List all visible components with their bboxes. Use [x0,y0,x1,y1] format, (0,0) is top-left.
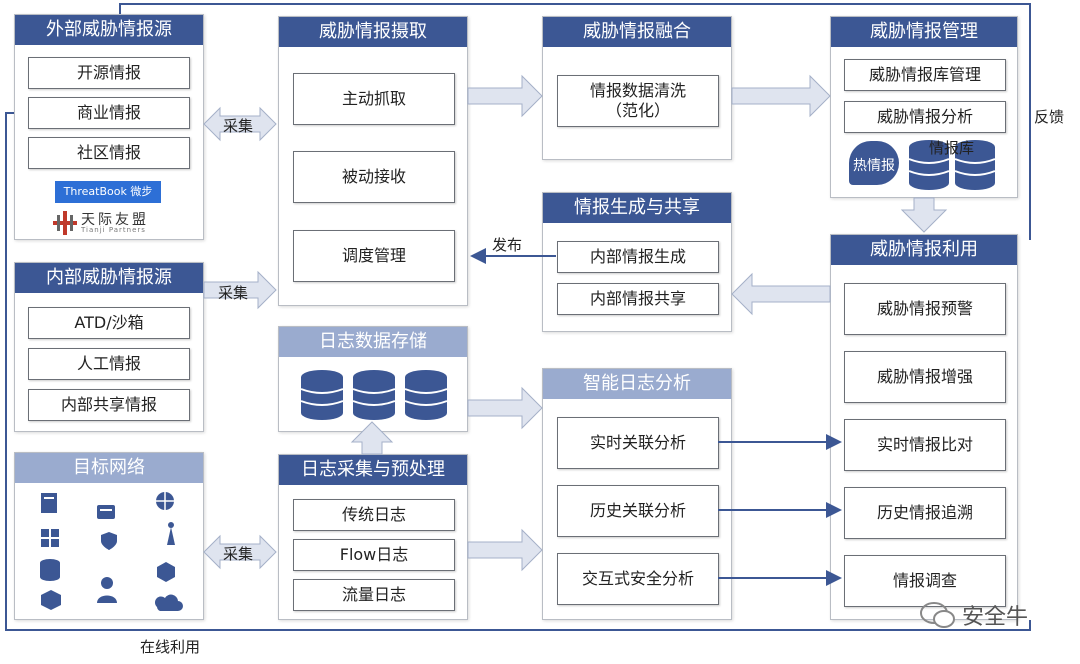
log-collect-panel: 日志采集与预处理 传统日志 Flow日志 流量日志 [278,454,468,620]
log-storage-db-icons [300,370,448,420]
collect-arrow-3 [203,534,277,570]
intel-ingest-panel: 威胁情报摄取 主动抓取 被动接收 调度管理 [278,16,468,306]
realtime-compare-box[interactable]: 实时情报比对 [844,419,1006,471]
wechat-icon [920,602,955,628]
intel-db-label: 情报库 [929,139,975,157]
open-source-intel-box[interactable]: 开源情报 [28,57,190,89]
collect-label-1: 采集 [223,117,254,135]
collect-arrow-2 [203,270,277,310]
ingest-to-fusion-arrow [467,74,543,118]
interactive-analysis-box[interactable]: 交互式安全分析 [557,553,719,605]
online-use-line [5,112,1031,631]
target-network-panel: 目标网络 [14,452,204,620]
watermark: 安全牛 [918,598,1028,632]
intel-ingest-title: 威胁情报摄取 [279,17,467,47]
cube-icon [157,562,175,582]
external-sources-panel: 外部威胁情报源 开源情报 商业情报 社区情报 ThreatBook 微步 天际友… [14,14,204,240]
windows-icon [41,529,49,537]
shield-icon [101,532,117,550]
publish-label: 发布 [492,236,523,254]
tianji-logo-icon [53,211,77,235]
intel-management-title: 威胁情报管理 [831,17,1017,47]
flow-log-box[interactable]: Flow日志 [293,539,455,571]
data-cleaning-box[interactable]: 情报数据清洗 （范化） [557,75,719,127]
internal-sources-panel: 内部威胁情报源 ATD/沙箱 人工情报 内部共享情报 [14,262,204,432]
log-storage-title: 日志数据存储 [279,327,467,357]
target-network-icons [40,492,183,611]
collect-label-3: 采集 [223,545,254,563]
passive-receive-box[interactable]: 被动接收 [293,151,455,203]
internal-share-box[interactable]: 内部情报共享 [557,283,719,315]
realtime-correlation-box[interactable]: 实时关联分析 [557,417,719,469]
intel-utilization-panel: 威胁情报利用 威胁情报预警 威胁情报增强 实时情报比对 历史情报追溯 情报调查 [830,234,1018,620]
smart-analysis-panel: 智能日志分析 实时关联分析 历史关联分析 交互式安全分析 [542,368,732,620]
manual-intel-box[interactable]: 人工情报 [28,348,190,380]
intel-db-icon [908,140,996,190]
community-intel-box[interactable]: 社区情报 [28,137,190,169]
collect-label-2: 采集 [218,284,249,302]
intel-db-manage-box[interactable]: 威胁情报库管理 [844,59,1006,91]
management-to-utilization-arrow [900,197,948,233]
schedule-manage-box[interactable]: 调度管理 [293,230,455,282]
generate-share-panel: 情报生成与共享 内部情报生成 内部情报共享 [542,192,732,332]
collect-to-storage-arrow [350,421,394,455]
log-storage-panel: 日志数据存储 [278,326,468,432]
storage-to-analysis-arrow [467,386,543,430]
collect-arrow-1 [203,106,277,142]
intel-enhance-box[interactable]: 威胁情报增强 [844,351,1006,403]
generate-share-title: 情报生成与共享 [543,193,731,223]
utilization-to-share-arrow [731,272,831,316]
active-fetch-box[interactable]: 主动抓取 [293,73,455,125]
intel-analysis-box[interactable]: 威胁情报分析 [844,101,1006,133]
tianji-logo-subtext: Tianji Partners [81,226,146,234]
online-use-label: 在线利用 [140,638,201,656]
user-icon [101,577,113,589]
external-sources-title: 外部威胁情报源 [15,15,203,45]
smart-analysis-title: 智能日志分析 [543,369,731,399]
log-collect-title: 日志采集与预处理 [279,455,467,485]
internal-shared-intel-box[interactable]: 内部共享情报 [28,389,190,421]
tianji-logo: 天际友盟 Tianji Partners [53,209,183,237]
intel-warning-box[interactable]: 威胁情报预警 [844,283,1006,335]
router-icon [97,505,115,519]
intel-management-panel: 威胁情报管理 威胁情报库管理 威胁情报分析 热情报 情报库 [830,16,1018,198]
target-network-title: 目标网络 [15,453,203,483]
cloud-icon [154,594,183,611]
commercial-intel-box[interactable]: 商业情报 [28,97,190,129]
internal-generate-box[interactable]: 内部情报生成 [557,241,719,273]
tianji-logo-text: 天际友盟 [81,212,149,228]
traffic-log-box[interactable]: 流量日志 [293,579,455,611]
hot-intel-bubble [849,141,899,185]
intel-utilization-title: 威胁情报利用 [831,235,1017,265]
history-trace-box[interactable]: 历史情报追溯 [844,487,1006,539]
feedback-line [119,3,1031,240]
atd-sandbox-box[interactable]: ATD/沙箱 [28,307,190,339]
threatbook-logo: ThreatBook 微步 [55,181,161,203]
intel-fusion-title: 威胁情报融合 [543,17,731,47]
watermark-text: 安全牛 [962,605,1029,630]
history-correlation-box[interactable]: 历史关联分析 [557,485,719,537]
antenna-icon [167,527,175,545]
traditional-log-box[interactable]: 传统日志 [293,499,455,531]
intel-fusion-panel: 威胁情报融合 情报数据清洗 （范化） [542,16,732,160]
hot-intel-label: 热情报 [853,158,895,174]
feedback-label: 反馈 [1034,108,1065,126]
internal-sources-title: 内部威胁情报源 [15,263,203,293]
fusion-to-management-arrow [731,74,831,118]
collect-to-analysis-arrow [467,528,543,572]
